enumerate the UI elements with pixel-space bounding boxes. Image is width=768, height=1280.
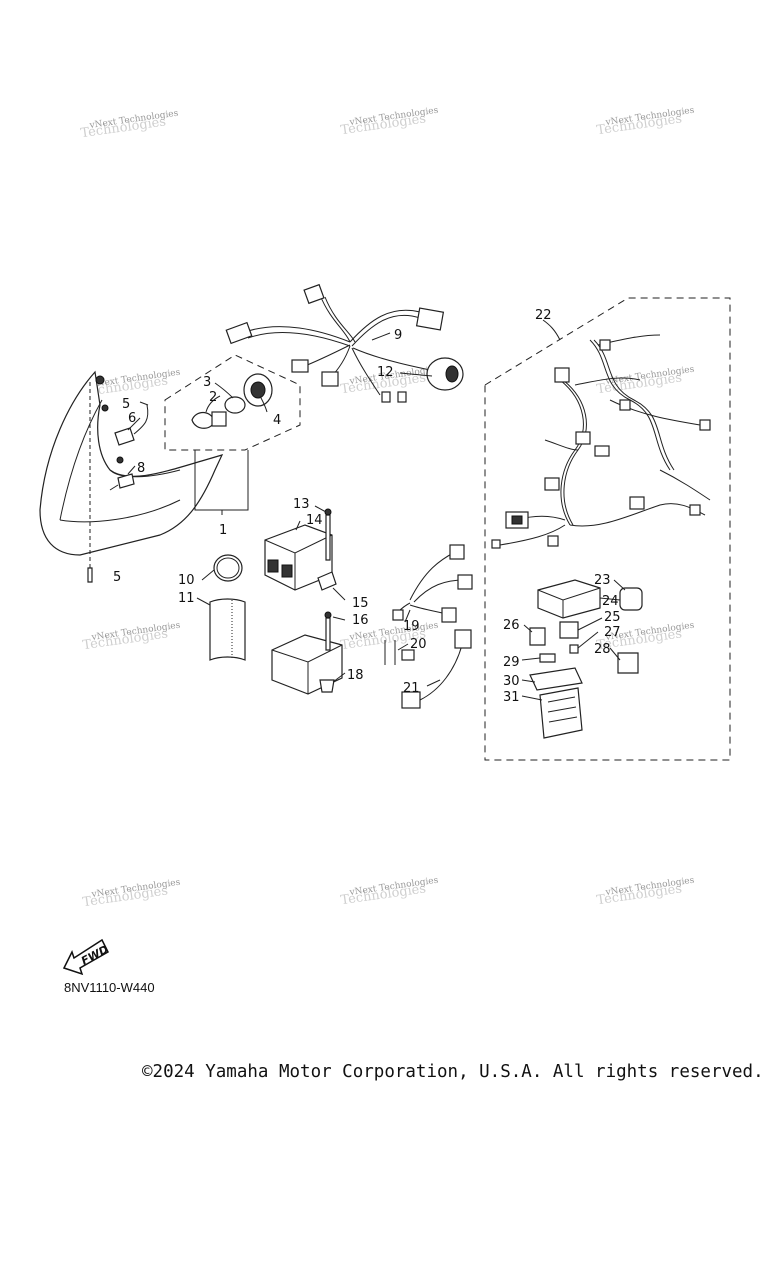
position-bulb-sockets: [109, 404, 149, 491]
callout-28: 28: [594, 642, 611, 657]
callout-11: 11: [178, 591, 195, 606]
callout-1: 1: [219, 523, 227, 538]
callout-30: 30: [503, 674, 520, 689]
callout-10: 10: [178, 573, 195, 588]
fwd-arrow-icon: FWD: [62, 938, 111, 976]
callout-25: 25: [604, 610, 621, 625]
callout-21: 21: [403, 681, 420, 696]
leader-lines: [127, 319, 626, 701]
callout-19: 19: [403, 619, 420, 634]
band-and-cover: [209, 554, 246, 661]
callout-29: 29: [503, 655, 520, 670]
callout-18: 18: [347, 668, 364, 683]
sub-wire-harness: [225, 283, 464, 403]
callout-23: 23: [594, 573, 611, 588]
callout-9: 9: [394, 328, 402, 343]
callout-31: 31: [503, 690, 520, 705]
callout-6: 6: [128, 411, 136, 426]
callout-2: 2: [209, 390, 217, 405]
callout-5-top: 5: [122, 397, 130, 412]
callout-27: 27: [604, 625, 621, 640]
ecu-unit: [264, 508, 337, 591]
callout-12: 12: [377, 365, 394, 380]
main-wire-harness: [484, 297, 731, 761]
callout-numbers: 1 2 3 4 5 5 6 8 9 10 11 12 13 14 15 16 1…: [113, 308, 621, 705]
callout-5-bottom: 5: [113, 570, 121, 585]
fuse-box-and-relays: [529, 579, 643, 739]
callout-3: 3: [203, 375, 211, 390]
relay-unit: [271, 611, 343, 695]
callout-4: 4: [273, 413, 281, 428]
copyright-notice: ©2024 Yamaha Motor Corporation, U.S.A. A…: [142, 1062, 764, 1082]
callout-22: 22: [535, 308, 552, 323]
callout-20: 20: [410, 637, 427, 652]
callout-8: 8: [137, 461, 145, 476]
callout-14: 14: [306, 513, 323, 528]
callout-15: 15: [352, 596, 369, 611]
headlight-housing: [39, 370, 224, 583]
callout-24: 24: [602, 594, 619, 609]
diagram-code: 8NV1110-W440: [64, 980, 155, 995]
callout-26: 26: [503, 618, 520, 633]
callout-13: 13: [293, 497, 310, 512]
bulb-assembly: [164, 354, 301, 515]
callout-16: 16: [352, 613, 369, 628]
lead-wires: [384, 544, 473, 709]
